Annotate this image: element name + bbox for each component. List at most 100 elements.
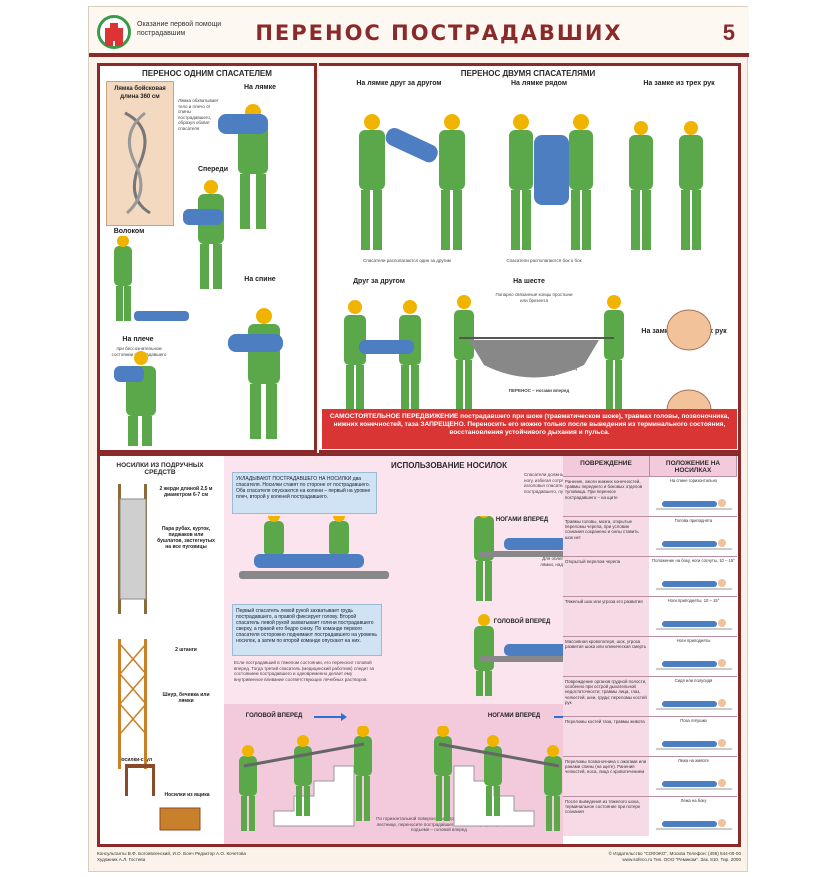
- patient-position-figure: [656, 619, 732, 630]
- section-title-stretcher-use: ИСПОЛЬЗОВАНИЕ НОСИЛОК: [390, 461, 508, 470]
- table-cell-injury: Ранение, ожоги нижних конечностей, травм…: [563, 477, 649, 516]
- label-head-first: ГОЛОВОЙ ВПЕРЕД: [493, 619, 551, 625]
- patient-position-figure: [656, 539, 732, 550]
- rescuer-figures-one: [183, 104, 283, 439]
- poster-header: Оказание первой помощи пострадавшим ПЕРЕ…: [89, 7, 749, 57]
- blue-box-1: УКЛАДЫВАЮТ ПОСТРАДАВШЕГО НА НОСИЛКИ два …: [232, 472, 377, 514]
- label-stairs-head-first: ГОЛОВОЙ ВПЕРЕД: [245, 713, 303, 719]
- label-pole: На шесте: [513, 278, 545, 285]
- table-cell-injury: Массивная кровопотеря, шок, угроза разви…: [563, 637, 649, 676]
- section-title-one-rescuer: ПЕРЕНОС ОДНИМ СПАСАТЕЛЕМ: [142, 69, 272, 78]
- table-row: Тяжелый шок или угроза его развития Ноги …: [563, 596, 737, 636]
- table-row: Ранение, ожоги нижних конечностей, травм…: [563, 476, 737, 516]
- footer-left: Консультанты В.Ф. Богоявленский, И.О. Бо…: [97, 851, 246, 862]
- section-title-improvised: НОСИЛКИ ИЗ ПОДРУЧНЫХ СРЕДСТВ: [116, 462, 204, 476]
- label-strap-side: На лямке рядом: [510, 80, 568, 87]
- note-strap-one-after-other: Спасатели располагаются один за другим: [363, 258, 451, 263]
- table-cell-position: Сидя или полусидя: [650, 677, 737, 716]
- stairs-figures: [239, 726, 562, 831]
- strap-note: Лямка обхватывает тело и плечо от спины …: [178, 98, 219, 131]
- table-cell-position: Положение на боку, ноги согнуты, 10 – 15…: [650, 557, 737, 596]
- table-cell-injury: Травмы головы, мозга, открытые переломы …: [563, 517, 649, 556]
- positions-table: ПОВРЕЖДЕНИЕ ПОЛОЖЕНИЕ НА НОСИЛКАХ Ранени…: [563, 456, 737, 844]
- rescuer-figures-one-left: [114, 236, 189, 446]
- chair-and-box-drawings: [125, 764, 201, 831]
- table-cell-position: Поза лягушки: [650, 717, 737, 756]
- position-label: Лежа на животе: [678, 758, 709, 763]
- section-title-two-rescuers: ПЕРЕНОС ДВУМЯ СПАСАТЕЛЯМИ: [460, 69, 596, 78]
- warning-banner: САМОСТОЯТЕЛЬНОЕ ПЕРЕДВИЖЕНИЕ пострадавше…: [322, 409, 737, 449]
- improvised-stretcher-drawings: [118, 484, 147, 769]
- table-cell-position: Ноги приподняты, 10 – 15°: [650, 597, 737, 636]
- table-row: Массивная кровопотеря, шок, угроза разви…: [563, 636, 737, 676]
- table-cell-position: Голова приподнята: [650, 517, 737, 556]
- improvised-label-1: 2 жерди длиной 2,5 м диаметром 6-7 см: [159, 486, 213, 498]
- improvised-label-4: Шнур, бечевка или лямки: [162, 692, 210, 704]
- patient-position-figure: [656, 659, 732, 670]
- section-improvised-stretchers: НОСИЛКИ ИЗ ПОДРУЧНЫХ СРЕДСТВ 2 жерди дли…: [100, 456, 220, 844]
- improvised-label-5: Носилки-стул: [117, 757, 153, 763]
- patient-position-figure: [656, 499, 732, 510]
- label-shoulder: На плече: [122, 336, 154, 343]
- table-row: Повреждение органов грудной полости, осо…: [563, 676, 737, 716]
- position-label: Голова приподнята: [674, 518, 713, 523]
- strap-box: Лямка бойсковая длина 360 см: [106, 81, 174, 226]
- table-cell-injury: Повреждение органов грудной полости, осо…: [563, 677, 649, 716]
- strap-box-title: Лямка бойсковая длина 360 см: [114, 86, 166, 100]
- table-header-position: ПОЛОЖЕНИЕ НА НОСИЛКАХ: [650, 456, 737, 476]
- table-cell-position: На спине горизонтально: [650, 477, 737, 516]
- label-strap-one-after-other: На лямке друг за другом: [356, 80, 442, 87]
- label-back: На спине: [244, 276, 276, 283]
- table-cell-injury: После выведения из тяжелого шока, термин…: [563, 797, 649, 836]
- label-stairs-feet-first: НОГАМИ ВПЕРЕД: [487, 713, 541, 719]
- table-header-injury: ПОВРЕЖДЕНИЕ: [563, 456, 650, 476]
- org-name: Оказание первой помощи пострадавшим: [137, 21, 222, 37]
- patient-position-figure: [656, 819, 732, 830]
- table-cell-position: Лежа на животе: [650, 757, 737, 796]
- note-strap-side: Спасатели располагаются бок о бок: [506, 258, 582, 263]
- section-two-rescuers: ПЕРЕНОС ДВУМЯ СПАСАТЕЛЯМИ На лямке друг …: [319, 63, 741, 453]
- strap-illustration: [124, 111, 151, 215]
- table-row: Травмы головы, мозга, открытые переломы …: [563, 516, 737, 556]
- patient-position-figure: [656, 779, 732, 790]
- table-row: После выведения из тяжелого шока, термин…: [563, 796, 737, 836]
- position-label: Поза лягушки: [680, 718, 707, 723]
- table-row: Переломы костей таза, травмы живота Поза …: [563, 716, 737, 756]
- label-drag: Волоком: [113, 228, 145, 235]
- label-on-strap: На лямке: [244, 84, 276, 91]
- position-label: На спине горизонтально: [669, 478, 718, 483]
- table-cell-injury: Тяжелый шок или угроза его развития: [563, 597, 649, 636]
- label-three-hands: На замке из трех рук: [643, 80, 715, 87]
- position-label: Лежа на боку: [680, 798, 707, 803]
- table-cell-position: Ноги приподняты: [650, 637, 737, 676]
- patient-position-figure: [656, 739, 732, 750]
- stairs-head-first-arrow: [314, 713, 347, 721]
- footer: Консультанты В.Ф. Богоявленский, И.О. Бо…: [89, 849, 749, 873]
- improvised-label-3: 2 штанги: [175, 647, 197, 653]
- label-front: Спереди: [197, 166, 229, 173]
- table-cell-injury: Переломы позвоночника с ожогами или рана…: [563, 757, 649, 796]
- table-cell-position: Лежа на боку: [650, 797, 737, 836]
- poster: Оказание первой помощи пострадавшим ПЕРЕ…: [88, 6, 749, 873]
- position-label: Ноги приподняты, 10 – 15°: [667, 598, 720, 603]
- position-label: Ноги приподняты: [676, 638, 711, 643]
- rescuer-figures-two: [344, 114, 712, 425]
- position-label: Положение на боку, ноги согнуты, 10 – 15…: [652, 558, 735, 563]
- table-cell-injury: Открытый перелом черепа: [563, 557, 649, 596]
- improvised-label-2: Пара рубах, курток, пиджаков или бушлато…: [157, 526, 215, 550]
- position-label: Сидя или полусидя: [674, 678, 713, 683]
- improvised-label-6: Носилки из ящика: [164, 792, 210, 798]
- logo: [97, 15, 131, 49]
- label-one-after-other: Друг за другом: [353, 278, 405, 285]
- patient-position-figure: [656, 699, 732, 710]
- page-number: 5: [722, 20, 735, 45]
- patient-position-figure: [656, 579, 732, 590]
- table-row: Переломы позвоночника с ожогами или рана…: [563, 756, 737, 796]
- footer-right: © Издательство "СОФЭКО", Москва Телефон:…: [608, 851, 741, 862]
- note-pole-top: Попарно связанные концы простыни или бре…: [495, 292, 573, 303]
- table-cell-injury: Переломы костей таза, травмы живота: [563, 717, 649, 756]
- section-one-rescuer: ПЕРЕНОС ОДНИМ СПАСАТЕЛЕМ Лямка бойсковая…: [97, 63, 317, 453]
- blue-box-2: Первый спасатель левой рукой захватывает…: [232, 604, 382, 656]
- note-pole-bottom: ПЕРЕНОС – ногами вперед: [508, 388, 570, 393]
